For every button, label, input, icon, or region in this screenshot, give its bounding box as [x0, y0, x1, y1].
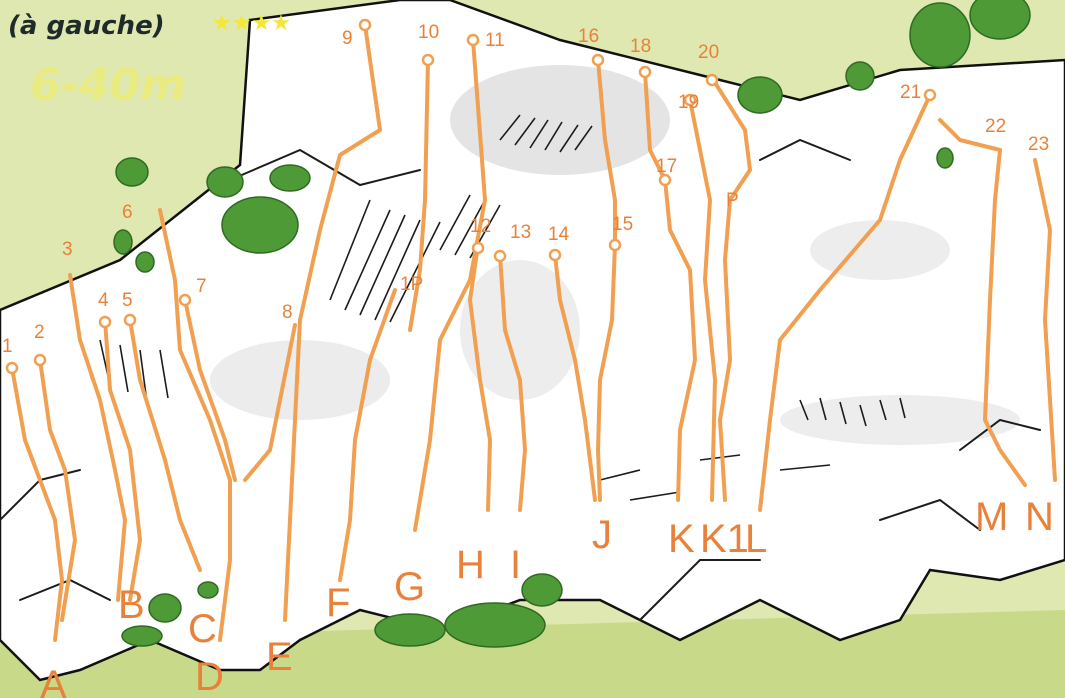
anchor [640, 67, 650, 77]
route-number: 19 [678, 92, 699, 113]
route-number: 6 [122, 202, 133, 223]
anchor [180, 295, 190, 305]
route-number: 18 [630, 36, 651, 57]
anchor [35, 355, 45, 365]
route-number: 15 [612, 214, 633, 235]
anchor [473, 243, 483, 253]
route-number: 4 [98, 290, 109, 311]
sector-letter: K1 [700, 517, 749, 561]
route-number: 13 [510, 222, 531, 243]
route-number: 23 [1028, 134, 1049, 155]
route-number: 10 [418, 22, 439, 43]
anchor [360, 20, 370, 30]
sector-letter: B [118, 583, 145, 627]
route-number: 2 [34, 322, 45, 343]
route-number: 22 [985, 116, 1006, 137]
sector-letter: H [456, 543, 485, 587]
sector-letter: E [266, 635, 293, 679]
route-number: 5 [122, 290, 133, 311]
sector-letter: C [188, 607, 217, 651]
route-number: 1 [2, 336, 13, 357]
anchor [610, 240, 620, 250]
route-number: 17 [656, 156, 677, 177]
anchor [925, 90, 935, 100]
route-number: 7 [196, 276, 207, 297]
sector-letter: K [668, 517, 695, 561]
route-number: 20 [698, 42, 719, 63]
anchor [7, 363, 17, 373]
anchor [495, 251, 505, 261]
rating-stars: ★★★★ [212, 11, 291, 36]
sector-letter: G [394, 565, 425, 609]
route-number: 8 [282, 302, 293, 323]
route-number: 11 [485, 30, 505, 51]
sector-letter: M [975, 495, 1008, 539]
route-number: P [726, 190, 739, 211]
sector-letter: J [592, 513, 612, 557]
route-number: 14 [548, 224, 570, 245]
direction-label: (à gauche) [8, 11, 165, 41]
sector-letter: L [745, 517, 767, 561]
route-number: 1P [400, 274, 423, 295]
route-number: 12 [470, 216, 491, 237]
anchor [468, 35, 478, 45]
anchor [125, 315, 135, 325]
route-number: 9 [342, 28, 353, 49]
route-number: 21 [900, 82, 921, 103]
anchor [593, 55, 603, 65]
sector-letter: N [1025, 495, 1054, 539]
anchor [100, 317, 110, 327]
height-range: 6-40m [30, 60, 186, 111]
route-number: 3 [62, 239, 73, 260]
sector-letter: D [195, 655, 224, 698]
anchor [423, 55, 433, 65]
sector-letter: A [40, 663, 67, 698]
sector-letter: I [510, 543, 521, 587]
sector-letter: F [326, 581, 350, 625]
anchor [707, 75, 717, 85]
route-number: 16 [578, 26, 599, 47]
anchor [550, 250, 560, 260]
